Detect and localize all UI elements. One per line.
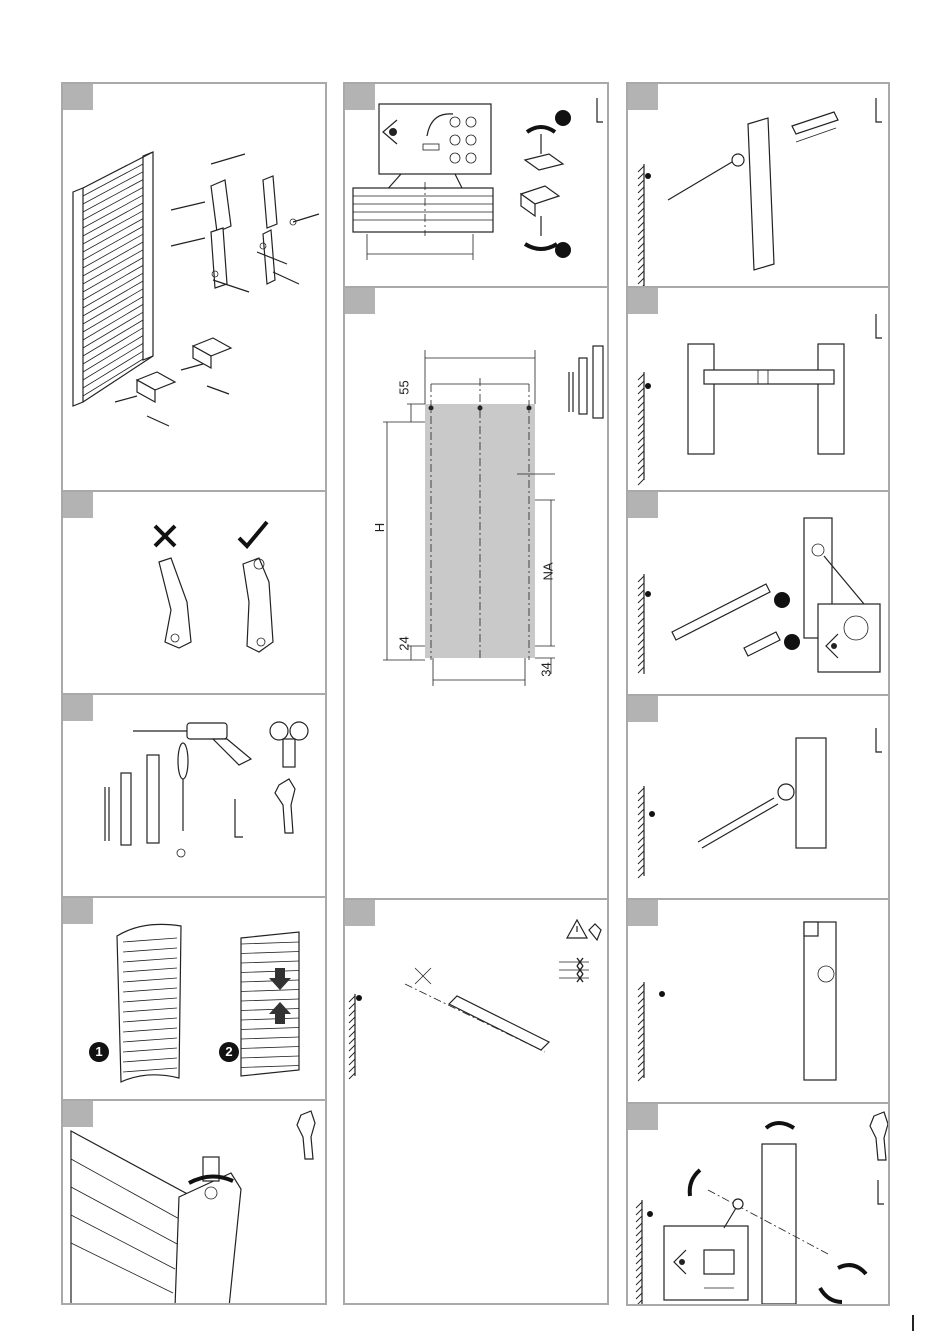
dowel-screw-drawing: [628, 84, 890, 288]
correct-bracket-drawing: [243, 558, 273, 652]
step-two-badge: 2: [219, 1042, 239, 1062]
panel-bracket-detail: [343, 82, 609, 288]
dimension-top-offset: 55: [397, 380, 412, 394]
panel-bracket-screw: [626, 694, 890, 900]
hex-key-icon: [597, 98, 603, 122]
saw-icon: [121, 773, 131, 845]
panel-dimensions: 55 H 24 NA 34: [343, 286, 609, 900]
bracket-screw-drawing: [628, 696, 890, 900]
bracket-detail-drawing: [345, 84, 609, 288]
wrong-bracket-drawing: [159, 558, 191, 648]
saw-icon: [579, 358, 587, 414]
panel-tools: [61, 693, 327, 898]
bottom-brackets-drawing: [115, 338, 231, 426]
unpack-drawing: [63, 898, 327, 1101]
drilling-drawing: [345, 900, 609, 1305]
page-marker: [912, 1315, 914, 1331]
dimension-bottom-offset: 24: [397, 636, 412, 650]
panel-final-assembly: [626, 1102, 890, 1306]
panel-unpack: 1 2: [61, 896, 327, 1101]
dimensions-drawing: [345, 288, 609, 900]
screwdriver-icon: [177, 743, 188, 857]
wall-brackets-drawing: [171, 154, 319, 292]
bleed-key-icon: [270, 722, 308, 767]
parts-overview-drawing: [63, 84, 327, 492]
rail-hook-drawing: [628, 900, 890, 1104]
spanner-icon: [275, 779, 295, 833]
pencil-icon: [105, 787, 109, 841]
panel-valve-fitting: [61, 1099, 327, 1305]
hex-key-icon: [876, 728, 882, 752]
panel-parts-overview: [61, 82, 327, 492]
dimension-height: H: [372, 523, 387, 532]
panel-rail-hook: [626, 898, 890, 1104]
panel-bracket-drilling: [626, 490, 890, 696]
tools-drawing: [63, 695, 327, 898]
step-one-badge: 1: [89, 1042, 109, 1062]
hex-key-icon: [878, 1180, 884, 1204]
towel-rail-drawing: [73, 152, 153, 406]
bracket-drilling-drawing: [628, 492, 890, 696]
panel-drilling: [343, 898, 609, 1305]
spirit-level-icon: [147, 755, 159, 843]
cross-icon: [155, 526, 175, 546]
final-assembly-drawing: [628, 1104, 890, 1306]
valve-fitting-drawing: [63, 1101, 327, 1305]
pencil-icon: [569, 372, 573, 412]
check-icon: [239, 522, 267, 546]
dimension-bottom-right: 34: [539, 662, 554, 676]
spanner-icon: [870, 1112, 888, 1160]
hex-key-icon: [876, 314, 882, 338]
dimension-hub-distance: NA: [541, 562, 556, 580]
panel-dowel-screw: [626, 82, 890, 288]
hex-key-icon: [876, 98, 882, 122]
wall-hatch: [349, 994, 362, 1079]
levelling-drawing: [628, 288, 890, 492]
spirit-level-icon: [593, 346, 603, 418]
bracket-orientation-drawing: [63, 492, 327, 695]
panel-bracket-orientation: [61, 490, 327, 695]
spanner-icon: [297, 1111, 315, 1159]
warning-icon: [567, 920, 587, 938]
hex-key-icon: [235, 799, 243, 837]
panel-levelling: [626, 286, 890, 492]
